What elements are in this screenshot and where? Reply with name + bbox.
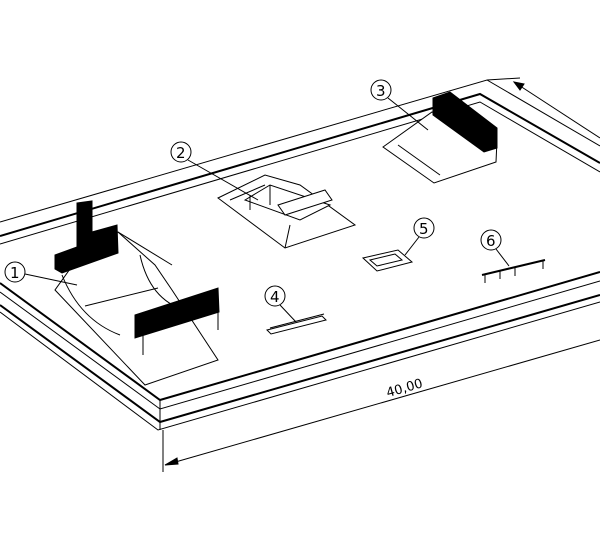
callout-4: 4 <box>264 285 297 323</box>
callout-2: 2 <box>170 141 259 201</box>
dimension-length: 40,00 <box>162 339 600 472</box>
flat-rail <box>481 259 546 283</box>
grind-rail <box>266 313 327 335</box>
svg-text:5: 5 <box>419 220 429 238</box>
svg-text:4: 4 <box>270 288 280 306</box>
callout-1: 1 <box>4 261 78 286</box>
callout-5: 5 <box>404 217 435 256</box>
funbox-pyramid <box>217 174 357 249</box>
dimension-width <box>486 77 600 139</box>
svg-text:1: 1 <box>10 264 20 282</box>
mini-ramp <box>54 200 220 386</box>
callout-3: 3 <box>370 79 429 131</box>
manual-box <box>361 249 414 272</box>
svg-text:3: 3 <box>376 82 386 100</box>
dimension-length-label: 40,00 <box>385 376 425 401</box>
platform-slab <box>0 79 600 431</box>
callout-6: 6 <box>480 229 510 267</box>
svg-text:2: 2 <box>176 144 186 162</box>
quarter-pipe <box>382 91 498 184</box>
svg-text:6: 6 <box>486 232 496 250</box>
